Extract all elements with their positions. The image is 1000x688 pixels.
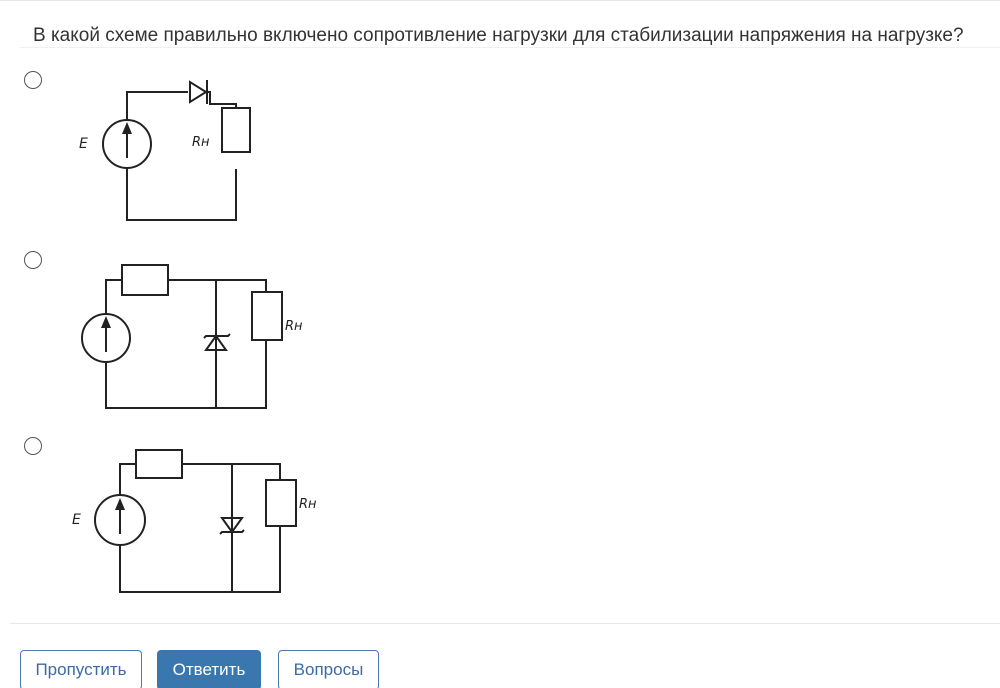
answer-button[interactable]: Ответить [157, 650, 261, 688]
diode-symbol [189, 80, 208, 104]
top-divider [0, 0, 1000, 1]
option-2-circuit-diagram[interactable]: Rн [70, 256, 310, 416]
question-text: В какой схеме правильно включено сопроти… [33, 25, 964, 46]
zener-diode-symbol [220, 517, 244, 534]
load-label: Rн [285, 319, 303, 334]
footer-divider [10, 623, 1000, 624]
ballast-resistor-symbol [135, 449, 183, 479]
source-label: E [72, 512, 81, 528]
option-2-radio[interactable] [24, 251, 42, 269]
zener-diode-symbol [204, 334, 228, 351]
ballast-resistor-symbol [121, 264, 169, 296]
option-3-circuit-diagram[interactable]: E Rн [68, 444, 328, 602]
option-3-radio[interactable] [24, 437, 42, 455]
option-1-radio[interactable] [24, 71, 42, 89]
questions-button[interactable]: Вопросы [278, 650, 379, 688]
question-divider [20, 47, 1000, 48]
load-resistor-symbol [251, 291, 283, 341]
source-label: E [79, 136, 88, 152]
option-1-circuit-diagram[interactable]: E Rн [70, 72, 270, 227]
load-resistor-symbol [221, 107, 251, 153]
load-label: Rн [299, 497, 317, 512]
load-resistor-symbol [265, 479, 297, 527]
load-label: Rн [192, 135, 210, 150]
skip-button[interactable]: Пропустить [20, 650, 142, 688]
